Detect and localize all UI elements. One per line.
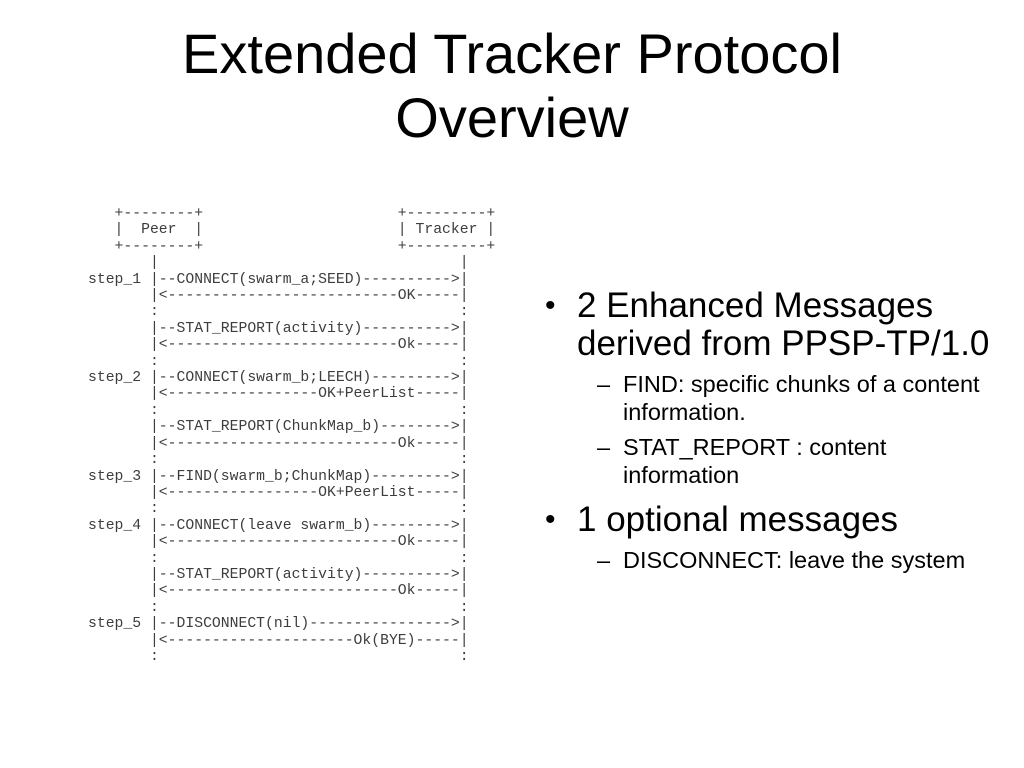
sub-bullet-text: STAT_REPORT : content information [623, 434, 887, 488]
dash-marker-icon: – [597, 547, 611, 573]
bullet-marker-icon: • [545, 289, 556, 322]
bullet-text: 1 optional messages [577, 500, 899, 539]
sub-bullet-item-find: – FIND: specific chunks of a content inf… [597, 371, 1000, 426]
bullet-text: 2 Enhanced Messages derived from PPSP-TP… [577, 286, 990, 363]
sub-bullet-item-disconnect: – DISCONNECT: leave the system [597, 547, 1000, 575]
dash-marker-icon: – [597, 434, 611, 460]
sub-bullet-text: DISCONNECT: leave the system [623, 547, 966, 573]
bullet-item-enhanced-messages: • 2 Enhanced Messages derived from PPSP-… [540, 287, 1000, 363]
sub-bullet-item-stat-report: – STAT_REPORT : content information [597, 434, 1000, 489]
dash-marker-icon: – [597, 371, 611, 397]
slide-title: Extended Tracker Protocol Overview [182, 22, 842, 149]
bullet-item-optional-messages: • 1 optional messages [540, 501, 1000, 539]
bullet-list: • 2 Enhanced Messages derived from PPSP-… [540, 287, 1000, 575]
sub-bullet-text: FIND: specific chunks of a content infor… [623, 371, 980, 425]
ascii-sequence-diagram: +--------+ +---------+ | Peer | | Tracke… [88, 206, 496, 665]
bullet-marker-icon: • [545, 503, 556, 536]
